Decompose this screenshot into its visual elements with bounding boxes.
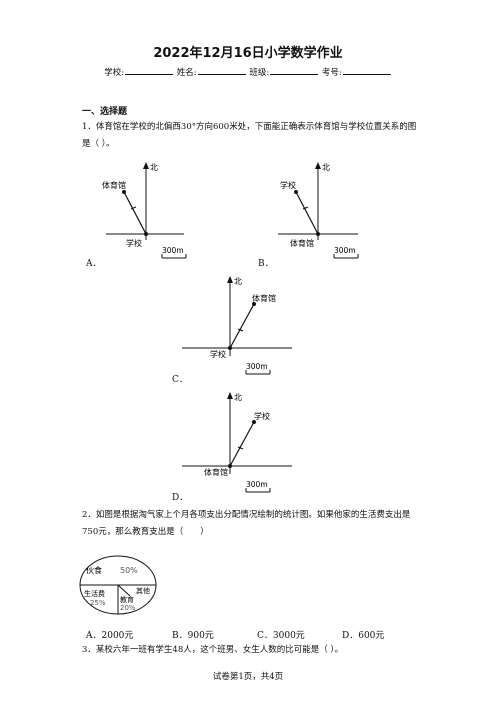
origin-label: 学校 [210,349,226,359]
q2-choice-d[interactable]: D．600元 [342,631,385,641]
q2-choice-c[interactable]: C．3000元 [257,631,305,641]
edu-slice-pct: 20% [120,604,136,612]
option-c-label[interactable]: C． [172,375,188,385]
north-arrow-icon [143,162,149,169]
tick-mark [130,206,137,210]
q2-choice-a[interactable]: A．2000元 [86,631,134,641]
north-label: 北 [150,163,158,172]
origin-label: 学校 [126,238,142,248]
exam-number-label: 考号: [321,68,342,78]
scale-label: 300m [162,246,184,255]
edu-slice-label: 教育 [120,595,134,604]
pie-divider-diagonal [117,584,131,597]
target-dot [122,190,126,194]
expense-pie-chart: 伙食 50% 生活费 25% 其他 教育 20% [79,555,157,615]
top-slice-label: 伙食 [86,565,102,575]
other-slice-label: 其他 [136,586,150,595]
option-a-label[interactable]: A． [86,259,102,269]
question-2-text: 2．如图是根据淘气家上个月各项支出分配情况绘制的统计图。如果他家的生活费支出是7… [82,510,411,537]
section-heading: 一、选择题 [82,107,128,117]
option-d-diagram: 北 学校 体育馆 300m [182,392,292,493]
q2-choice-b[interactable]: B．900元 [172,631,214,641]
class-label: 班级: [249,68,270,78]
north-arrow-icon [315,162,321,169]
north-arrow-icon [227,392,233,399]
direction-line [123,191,147,235]
top-label: 学校 [280,180,296,190]
option-a-diagram: 北 体育馆 学校 300m [102,162,187,259]
school-label: 学校: [104,68,125,78]
class-blank [270,66,319,75]
origin-dot [144,232,148,236]
north-label: 北 [234,277,242,286]
question-1-text: 1．体育馆在学校的北偏西30°方向600米处，下面能正确表示体育馆与学校位置关系… [82,122,417,149]
page-footer: 试卷第1页，共4页 [212,672,284,682]
name-label: 姓名: [176,68,197,78]
top-label: 体育馆 [102,180,126,190]
top-label: 学校 [254,411,270,421]
top-slice-pct: 50% [120,566,138,575]
left-slice-pct: 25% [90,599,106,607]
option-c-diagram: 北 体育馆 学校 300m [182,276,292,375]
scale-label: 300m [246,362,268,371]
north-label: 北 [322,163,330,172]
top-label: 体育馆 [252,293,276,303]
origin-label: 体育馆 [204,467,228,477]
page-title: 2022年12月16日小学数学作业 [153,46,343,61]
north-label: 北 [234,393,242,402]
student-info-line: 学校: 姓名: 班级: 考号: [0,66,496,78]
left-slice-label: 生活费 [84,589,105,598]
option-b-label[interactable]: B． [258,259,274,269]
exam-number-blank [342,66,391,75]
scale-label: 300m [334,246,356,255]
school-blank [125,66,174,75]
north-arrow-icon [227,276,233,283]
option-d-label[interactable]: D． [172,493,189,503]
name-blank [197,66,246,75]
option-b-diagram: 北 学校 体育馆 300m [278,162,359,259]
question-3-text: 3．某校六年一班有学生48人，这个班男、女生人数的比可能是（ ）。 [82,645,344,655]
scale-label: 300m [246,480,268,489]
origin-label: 体育馆 [290,238,314,248]
